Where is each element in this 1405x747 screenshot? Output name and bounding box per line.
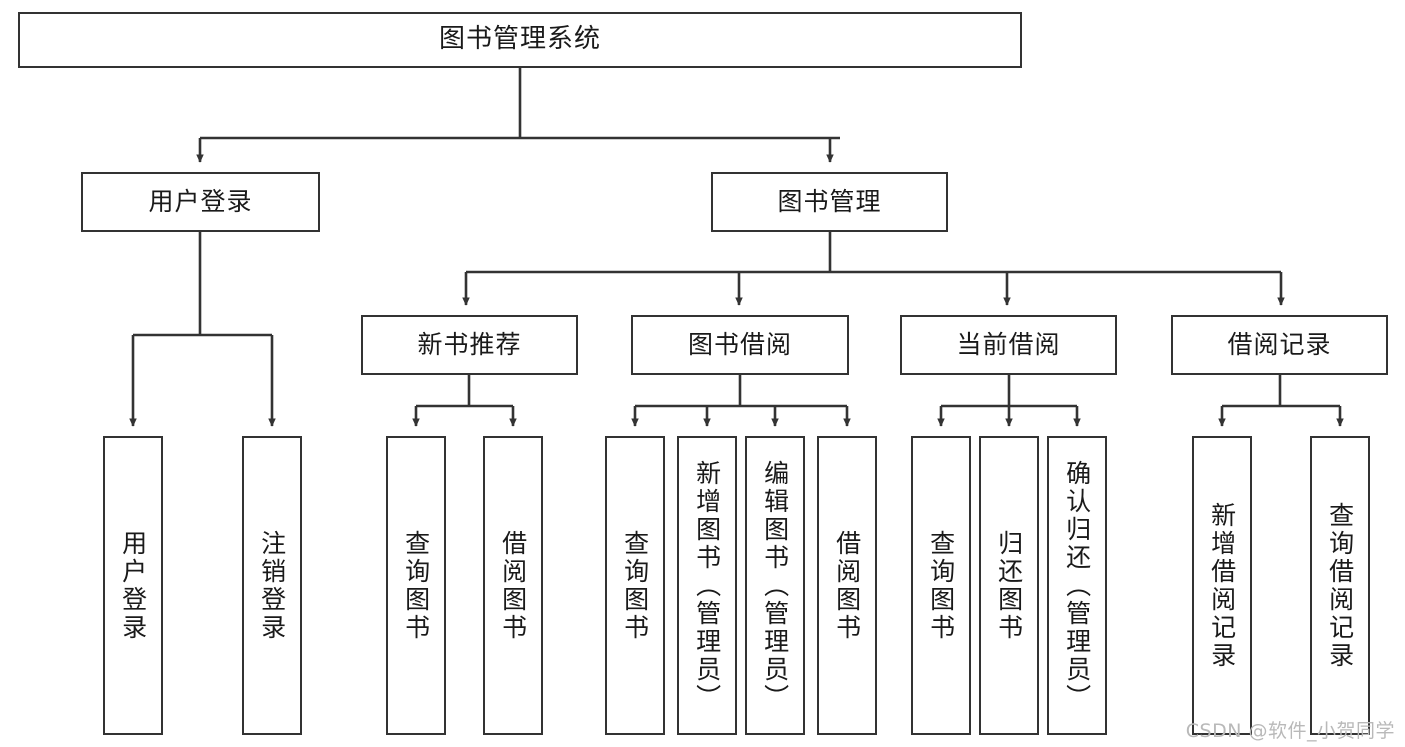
leaf-label: 新增借阅记录 [1207, 501, 1237, 670]
node-leaf-borrow-book[interactable]: 借阅图书 [817, 436, 877, 735]
node-book-borrow[interactable]: 图书借阅 [631, 315, 849, 375]
leaf-label: 借阅图书 [498, 529, 528, 642]
csdn-watermark: CSDN @软件_小贺同学 [1185, 720, 1395, 742]
node-leaf-query-book-borrow[interactable]: 查询图书 [605, 436, 665, 735]
node-leaf-query-book-recommend[interactable]: 查询图书 [386, 436, 446, 735]
node-borrow-record[interactable]: 借阅记录 [1171, 315, 1388, 375]
node-leaf-user-logout[interactable]: 注销登录 [242, 436, 302, 735]
node-root-book-management-system[interactable]: 图书管理系统 [18, 12, 1022, 68]
node-leaf-query-borrow-record[interactable]: 查询借阅记录 [1310, 436, 1370, 735]
node-book-manage[interactable]: 图书管理 [711, 172, 948, 232]
node-leaf-add-book-admin[interactable]: 新增图书（管理员） [677, 436, 737, 735]
leaf-label: 查询图书 [401, 529, 431, 642]
leaf-label: 新增图书（管理员） [692, 459, 722, 712]
node-leaf-query-book-current[interactable]: 查询图书 [911, 436, 971, 735]
node-leaf-user-login[interactable]: 用户登录 [103, 436, 163, 735]
leaf-label: 查询图书 [620, 529, 650, 642]
node-leaf-edit-book-admin[interactable]: 编辑图书（管理员） [745, 436, 805, 735]
node-current-borrow[interactable]: 当前借阅 [900, 315, 1117, 375]
node-leaf-borrow-book-recommend[interactable]: 借阅图书 [483, 436, 543, 735]
leaf-label: 查询借阅记录 [1325, 501, 1355, 670]
leaf-label: 编辑图书（管理员） [760, 459, 790, 712]
node-user-login[interactable]: 用户登录 [81, 172, 320, 232]
leaf-label: 确认归还（管理员） [1062, 459, 1092, 712]
leaf-label: 用户登录 [118, 529, 148, 642]
node-leaf-return-book[interactable]: 归还图书 [979, 436, 1039, 735]
node-leaf-add-borrow-record[interactable]: 新增借阅记录 [1192, 436, 1252, 735]
leaf-label: 归还图书 [994, 529, 1024, 642]
leaf-label: 借阅图书 [832, 529, 862, 642]
leaf-label: 注销登录 [257, 529, 287, 642]
node-new-book-recommend[interactable]: 新书推荐 [361, 315, 578, 375]
leaf-label: 查询图书 [926, 529, 956, 642]
node-leaf-confirm-return-admin[interactable]: 确认归还（管理员） [1047, 436, 1107, 735]
